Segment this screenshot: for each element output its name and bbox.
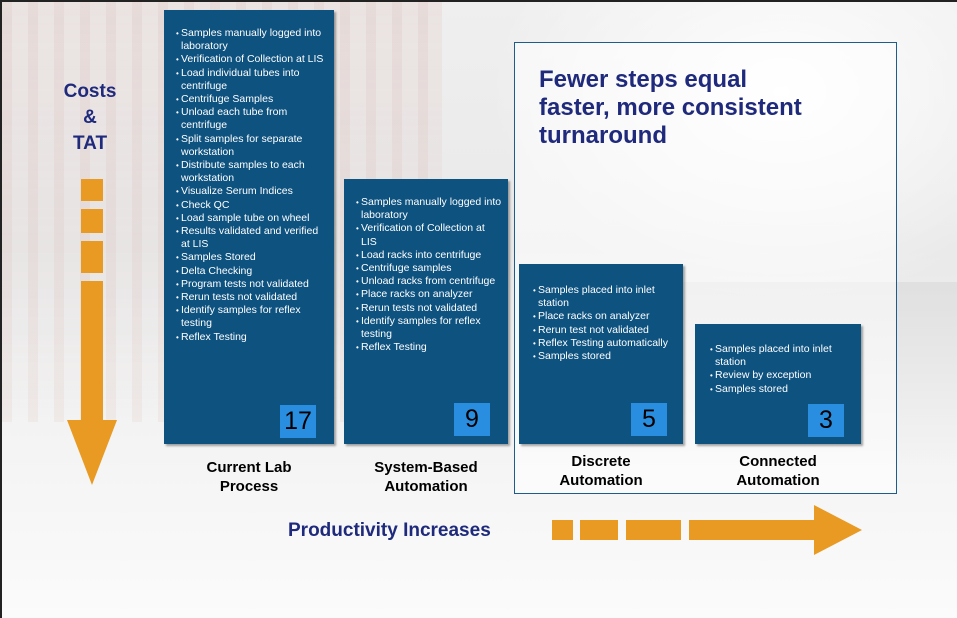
step-item: Centrifuge Samples: [176, 93, 328, 106]
step-item: Distribute samples to each workstation: [176, 159, 328, 185]
stage-box-current-lab-process: Samples manually logged into laboratory …: [164, 10, 334, 444]
costs-down-arrow-icon: [67, 179, 117, 485]
step-item: Load racks into centrifuge: [356, 249, 502, 262]
step-item: Place racks on analyzer: [533, 310, 677, 323]
step-item: Rerun test not validated: [533, 324, 677, 337]
stage-label-connected-automation: Connected Automation: [736, 453, 820, 489]
step-item: Place racks on analyzer: [356, 288, 502, 301]
step-item: Samples placed into inlet station: [533, 284, 677, 310]
step-item: Unload racks from centrifuge: [356, 275, 502, 288]
step-item: Samples manually logged into laboratory: [356, 196, 502, 222]
stage-box-discrete-automation: Samples placed into inlet station Place …: [519, 264, 683, 444]
productivity-right-arrow-icon: [552, 505, 862, 555]
step-item: Results validated and verified at LIS: [176, 225, 328, 251]
step-item: Check QC: [176, 199, 328, 212]
callout-heading: Fewer steps equal faster, more consisten…: [539, 66, 802, 149]
step-item: Samples Stored: [176, 251, 328, 264]
step-item: Split samples for separate workstation: [176, 133, 328, 159]
step-count-badge: 5: [631, 403, 667, 436]
stage-steps-list: Samples placed into inlet station Review…: [710, 343, 855, 396]
step-item: Samples manually logged into laboratory: [176, 27, 328, 53]
step-item: Verification of Collection at LIS: [356, 222, 502, 248]
stage-steps-list: Samples manually logged into laboratory …: [176, 27, 328, 344]
stage-label-discrete-automation: Discrete Automation: [559, 453, 643, 489]
stage-box-connected-automation: Samples placed into inlet station Review…: [695, 324, 861, 444]
step-item: Delta Checking: [176, 265, 328, 278]
costs-tat-label: Costs & TAT: [63, 81, 117, 154]
stage-steps-list: Samples placed into inlet station Place …: [533, 284, 677, 363]
step-item: Samples placed into inlet station: [710, 343, 855, 369]
step-item: Samples stored: [710, 383, 855, 396]
step-item: Load sample tube on wheel: [176, 212, 328, 225]
step-item: Rerun tests not validated: [356, 302, 502, 315]
step-count-badge: 17: [280, 405, 316, 438]
step-item: Reflex Testing automatically: [533, 337, 677, 350]
stage-label-system-based-automation: System-Based Automation: [374, 459, 478, 495]
step-item: Program tests not validated: [176, 278, 328, 291]
step-item: Identify samples for reflex testing: [356, 315, 502, 341]
stage-box-system-based-automation: Samples manually logged into laboratory …: [344, 179, 508, 444]
step-item: Visualize Serum Indices: [176, 185, 328, 198]
step-item: Reflex Testing: [356, 341, 502, 354]
step-item: Samples stored: [533, 350, 677, 363]
step-item: Rerun tests not validated: [176, 291, 328, 304]
step-item: Identify samples for reflex testing: [176, 304, 328, 330]
step-item: Review by exception: [710, 369, 855, 382]
step-item: Load individual tubes into centrifuge: [176, 67, 328, 93]
step-count-badge: 3: [808, 404, 844, 437]
step-item: Centrifuge samples: [356, 262, 502, 275]
step-count-badge: 9: [454, 403, 490, 436]
productivity-increases-label: Productivity Increases: [288, 520, 491, 541]
stage-steps-list: Samples manually logged into laboratory …: [356, 196, 502, 355]
step-item: Reflex Testing: [176, 331, 328, 344]
stage-label-current-lab-process: Current Lab Process: [206, 459, 292, 495]
step-item: Unload each tube from centrifuge: [176, 106, 328, 132]
step-item: Verification of Collection at LIS: [176, 53, 328, 66]
